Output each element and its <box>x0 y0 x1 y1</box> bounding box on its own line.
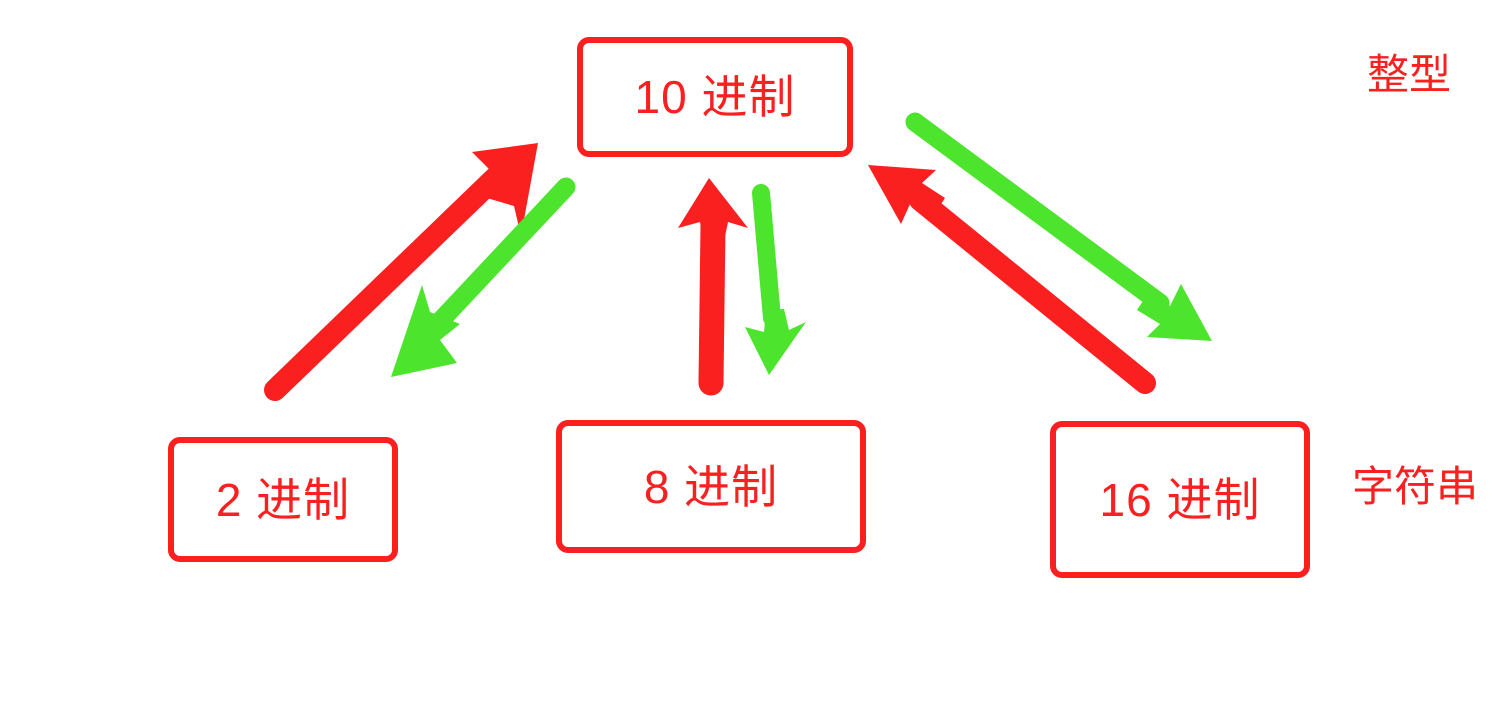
node-decimal-label: 10 进制 <box>634 71 796 123</box>
node-binary[interactable]: 2 进制 <box>168 437 398 562</box>
node-decimal[interactable]: 10 进制 <box>577 37 853 157</box>
arrow-decimal-to-octal <box>745 184 806 375</box>
arrow-binary-to-decimal <box>264 143 538 401</box>
side-label-string: 字符串 <box>1352 463 1479 510</box>
arrow-octal-to-decimal <box>678 178 748 396</box>
node-hexadecimal[interactable]: 16 进制 <box>1050 421 1310 578</box>
node-hexadecimal-label: 16 进制 <box>1099 473 1261 526</box>
node-binary-label: 2 进制 <box>215 473 351 526</box>
node-octal-label: 8 进制 <box>643 460 779 513</box>
arrow-decimal-to-hexadecimal <box>905 112 1212 341</box>
side-label-integer: 整型 <box>1367 51 1452 98</box>
arrow-decimal-to-binary <box>391 177 576 377</box>
node-octal[interactable]: 8 进制 <box>556 420 866 553</box>
arrow-hexadecimal-to-decimal <box>868 165 1156 394</box>
